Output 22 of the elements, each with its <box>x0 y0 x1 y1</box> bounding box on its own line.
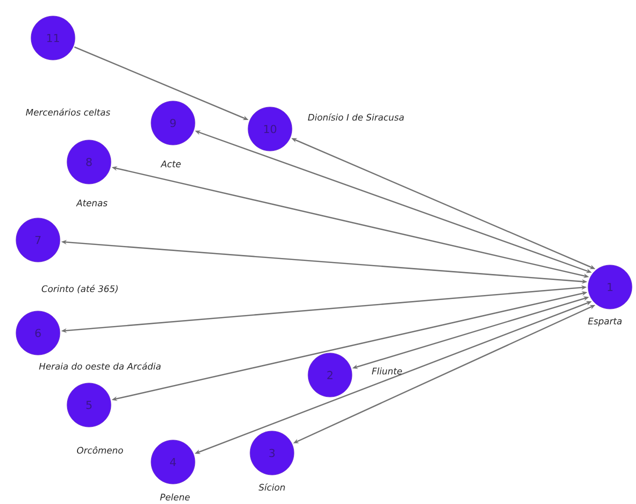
node-label: Atenas <box>76 200 108 206</box>
node-label: Fliunte <box>372 368 402 374</box>
circle-node: 5 <box>66 382 112 428</box>
node-label: Mercenários celtas <box>26 108 110 116</box>
circle-node: 3 <box>250 430 294 476</box>
node-label: Esparta <box>588 318 622 326</box>
circle-node: 4 <box>150 440 196 484</box>
node-label: Pelene <box>160 494 190 500</box>
circle-node: 8 <box>66 140 112 184</box>
node-label: Acte <box>160 160 181 168</box>
node-label: Corinto (até 365) <box>42 284 118 294</box>
node-label: Orcômeno <box>77 446 123 454</box>
circle-node: 7 <box>16 218 60 262</box>
node-label: Dionísio I de Siracusa <box>308 113 404 121</box>
node-label: Heraia do oeste da Arcádia <box>39 362 161 370</box>
circle-node: 10 <box>248 106 292 152</box>
circle-node: 11 <box>30 16 76 60</box>
circle-node: 6 <box>16 310 60 356</box>
circle-node: 2 <box>308 352 352 398</box>
circle-node: 9 <box>150 100 196 146</box>
circle-node: 1 <box>588 264 632 310</box>
node-label: Sícion <box>258 483 285 491</box>
